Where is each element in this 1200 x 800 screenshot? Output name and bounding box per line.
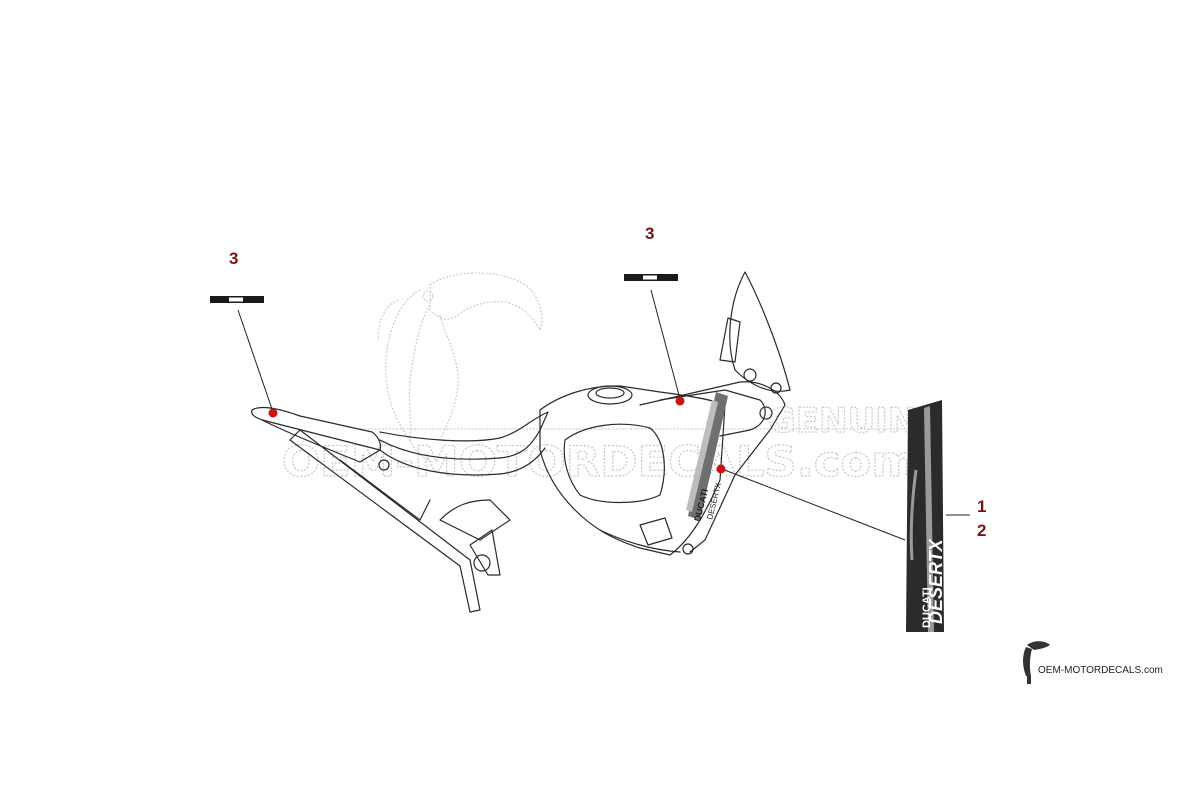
callout-3-right-label: 3 [645, 224, 654, 243]
watermark-toucan-icon [377, 272, 543, 463]
small-decal-3-right [624, 274, 678, 281]
watermark: GENUINE OEM-MOTORDECALS.com [281, 272, 940, 487]
toucan-icon [1023, 641, 1050, 684]
callout-2-label: 2 [977, 521, 986, 540]
callout-3-left-label: 3 [229, 249, 238, 268]
decal-model: DESERTX [926, 538, 946, 624]
decal-part-1-2[interactable]: DUCATI DESERTX [906, 400, 946, 632]
callout-1-label: 1 [977, 497, 986, 516]
anchor-dot-3-right [675, 396, 685, 406]
anchor-dot-1-2 [716, 464, 726, 474]
callout-3-right[interactable]: 3 [624, 224, 685, 406]
motorcycle-body-drawing: DUCATI DESERTX [251, 271, 791, 613]
corner-logo-text: OEM-MOTORDECALS.com [1038, 665, 1163, 676]
callout-3-left[interactable]: 3 [210, 249, 278, 418]
corner-logo[interactable]: OEM-MOTORDECALS.com [1023, 641, 1163, 684]
callout-1-2[interactable]: 1 2 [946, 497, 986, 540]
tank-decal-model: DESERTX [705, 481, 723, 520]
anchor-dot-3-left [268, 408, 278, 418]
small-decal-3-left [210, 296, 264, 303]
decal-brand: DUCATI [921, 587, 933, 628]
watermark-main: OEM-MOTORDECALS.com [282, 437, 918, 486]
